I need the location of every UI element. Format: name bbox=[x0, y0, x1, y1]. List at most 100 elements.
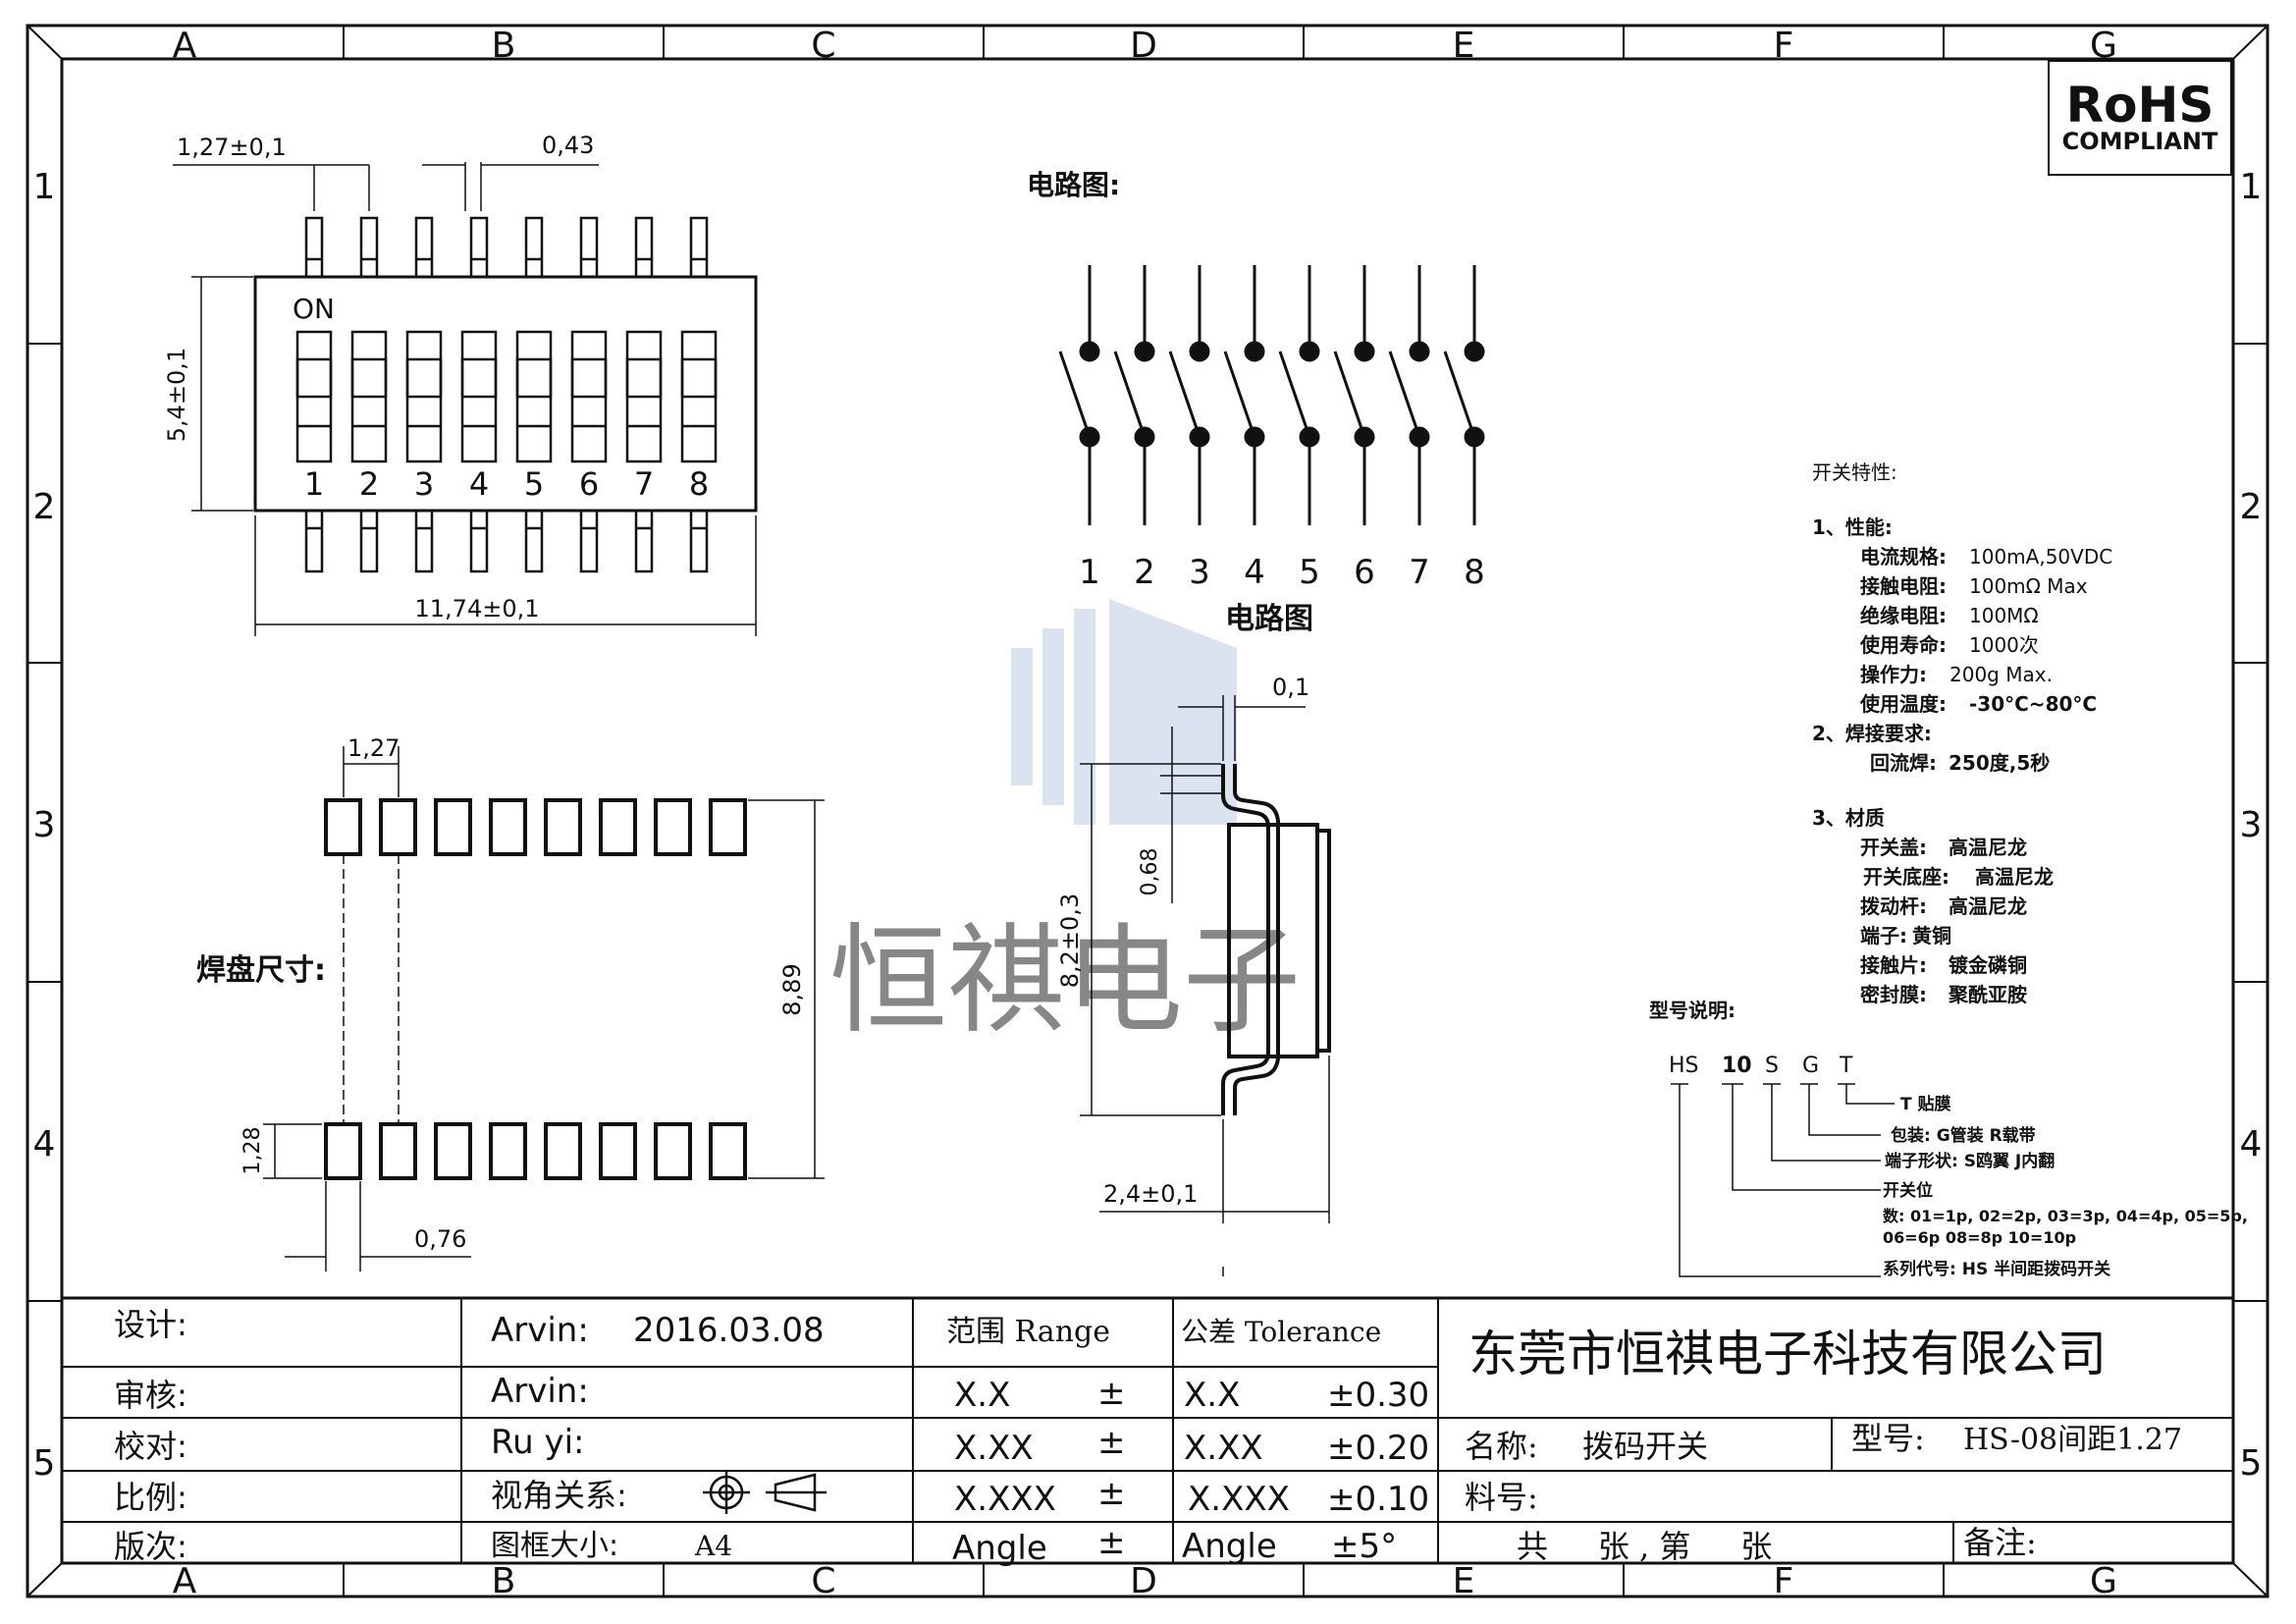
circuit-diagram bbox=[1058, 265, 1485, 525]
model-title: 型号说明: bbox=[1649, 999, 1735, 1022]
pad-title: 焊盘尺寸: bbox=[196, 953, 326, 988]
spec-value: 黄铜 bbox=[1912, 924, 1951, 947]
circuit-labels: 电路图: 1 2 3 4 5 6 7 8 电路图 bbox=[1027, 169, 1485, 636]
spec-value: 250度,5秒 bbox=[1949, 751, 2050, 775]
col-label: G bbox=[2090, 26, 2117, 66]
col-label: A bbox=[173, 26, 197, 66]
col-label: F bbox=[1774, 26, 1794, 66]
spec-key: 密封膜: bbox=[1860, 983, 1927, 1006]
circuit-number: 8 bbox=[1464, 553, 1485, 592]
pad-dim-height: 1,28 bbox=[240, 1127, 265, 1175]
spec-value: 镀金磷铜 bbox=[1949, 953, 2027, 977]
spec-key: 使用温度: bbox=[1859, 692, 1947, 716]
pad-layout-labels: 焊盘尺寸: 1,27 8,89 1,28 0,76 bbox=[196, 734, 806, 1253]
tb-model-key: 型号: bbox=[1851, 1420, 1925, 1457]
model-legend-positions: 开关位 bbox=[1883, 1180, 1933, 1201]
row-label: 1 bbox=[33, 167, 56, 207]
spec-value: -30°C~80°C bbox=[1969, 692, 2097, 716]
on-label: ON bbox=[293, 293, 335, 325]
col-label: C bbox=[811, 26, 835, 66]
tb-design-name: Arvin: bbox=[491, 1311, 589, 1350]
spec-key: 接触片: bbox=[1860, 953, 1927, 977]
spec-section: 3、材质 bbox=[1812, 806, 1885, 830]
model-legend-pack: 包装: G管装 R载带 bbox=[1891, 1125, 2036, 1146]
circuit-number: 1 bbox=[1079, 553, 1100, 592]
side-dim-thickness: 0,1 bbox=[1272, 674, 1309, 701]
tb-scale-key: 比例: bbox=[114, 1479, 187, 1516]
switch-number: 6 bbox=[579, 465, 599, 503]
tb-tol-value: ±0.20 bbox=[1327, 1429, 1429, 1468]
model-legend-count-1: 数: 01=1p, 02=2p, 03=3p, 04=4p, 05=5p, bbox=[1883, 1207, 2248, 1225]
drawing-frame bbox=[26, 24, 2269, 1598]
spec-key: 拨动杆: bbox=[1860, 894, 1927, 918]
tb-range-row: X.XXX bbox=[954, 1480, 1056, 1519]
model-explanation: 型号说明: HS 10 S G T T 贴膜 包装: G管装 R载带 端子形状:… bbox=[1649, 999, 2248, 1279]
switch-number: 2 bbox=[359, 465, 379, 503]
circuit-number: 2 bbox=[1134, 553, 1155, 592]
tb-check-key: 校对: bbox=[114, 1428, 187, 1465]
col-label: B bbox=[492, 1561, 516, 1601]
spec-value: 100mA,50VDC bbox=[1969, 545, 2112, 568]
side-view-labels: 0,1 0,68 8,2±0,3 2,4±0,1 bbox=[1056, 674, 1309, 1208]
circuit-number: 5 bbox=[1299, 553, 1320, 592]
col-label: E bbox=[1453, 1561, 1475, 1601]
spec-value: 高温尼龙 bbox=[1949, 894, 2027, 918]
rohs-text: RoHS bbox=[2066, 77, 2215, 134]
spec-key: 绝缘电阻: bbox=[1860, 604, 1947, 627]
spec-value: 100mΩ Max bbox=[1969, 574, 2088, 598]
circuit-title-top: 电路图: bbox=[1027, 169, 1120, 201]
tb-model-value: HS-08间距1.27 bbox=[1963, 1423, 2182, 1457]
dim-width: 11,74±0,1 bbox=[415, 595, 540, 623]
spec-key: 端子: bbox=[1860, 924, 1907, 947]
switch-number: 5 bbox=[524, 465, 544, 503]
spec-key: 操作力: bbox=[1860, 663, 1927, 686]
model-legend-count-2: 06=6p 08=8p 10=10p bbox=[1883, 1228, 2076, 1247]
dim-pin-width: 0,43 bbox=[542, 132, 594, 159]
model-code: HS bbox=[1669, 1054, 1699, 1078]
tb-name-key: 名称: bbox=[1465, 1428, 1538, 1465]
circuit-number: 4 bbox=[1244, 553, 1265, 592]
circuit-title-bottom: 电路图 bbox=[1225, 602, 1313, 636]
tb-tol-value: ±0.10 bbox=[1327, 1480, 1429, 1519]
top-view-drawing bbox=[173, 162, 758, 636]
spec-value: 200g Max. bbox=[1949, 663, 2053, 686]
circuit-number: 7 bbox=[1409, 553, 1430, 592]
switch-number: 3 bbox=[414, 465, 434, 503]
watermark: 恒祺电子 bbox=[829, 599, 1301, 1050]
switch-number: 7 bbox=[634, 465, 654, 503]
switch-number: 1 bbox=[304, 465, 324, 503]
tb-design-date: 2016.03.08 bbox=[633, 1311, 825, 1350]
watermark-text: 恒祺电子 bbox=[829, 913, 1301, 1050]
col-label: G bbox=[2090, 1561, 2117, 1601]
col-label: D bbox=[1130, 26, 1157, 66]
row-label: 5 bbox=[33, 1443, 56, 1484]
tb-range-pm: ± bbox=[1097, 1523, 1126, 1562]
tb-range-row: X.X bbox=[954, 1376, 1010, 1415]
spec-key: 电流规格: bbox=[1860, 545, 1947, 568]
row-label: 2 bbox=[33, 487, 56, 527]
row-label: 3 bbox=[2240, 805, 2263, 845]
pad-dim-span: 8,89 bbox=[778, 963, 806, 1015]
tb-review-name: Arvin: bbox=[491, 1372, 589, 1411]
tb-check-name: Ru yi: bbox=[491, 1423, 584, 1462]
dim-height: 5,4±0,1 bbox=[163, 348, 190, 442]
spec-value: 高温尼龙 bbox=[1975, 865, 2054, 889]
tb-size-value: A4 bbox=[694, 1530, 732, 1562]
tb-review-key: 审核: bbox=[114, 1377, 187, 1414]
tb-version-key: 版次: bbox=[114, 1528, 187, 1565]
tb-tol-row: X.XX bbox=[1184, 1429, 1263, 1468]
tb-design-key: 设计: bbox=[114, 1306, 187, 1343]
row-label: 5 bbox=[2240, 1443, 2263, 1484]
tb-tol-row: X.XXX bbox=[1188, 1480, 1290, 1519]
spec-value: 100MΩ bbox=[1969, 604, 2039, 627]
pad-dim-width: 0,76 bbox=[414, 1225, 466, 1253]
pad-dim-pitch: 1,27 bbox=[347, 734, 400, 762]
rohs-compliant-text: COMPLIANT bbox=[2062, 128, 2218, 155]
spec-value: 聚酰亚胺 bbox=[1948, 983, 2027, 1006]
spec-key: 开关底座: bbox=[1863, 865, 1949, 889]
tb-tol-value: ±0.30 bbox=[1327, 1376, 1429, 1415]
tb-range-row: X.XX bbox=[954, 1429, 1034, 1468]
switch-number: 8 bbox=[689, 465, 709, 503]
specifications: 开关特性: 1、性能: 电流规格: 100mA,50VDC 接触电阻: 100m… bbox=[1812, 460, 2112, 1006]
spec-key: 开关盖: bbox=[1860, 836, 1927, 859]
